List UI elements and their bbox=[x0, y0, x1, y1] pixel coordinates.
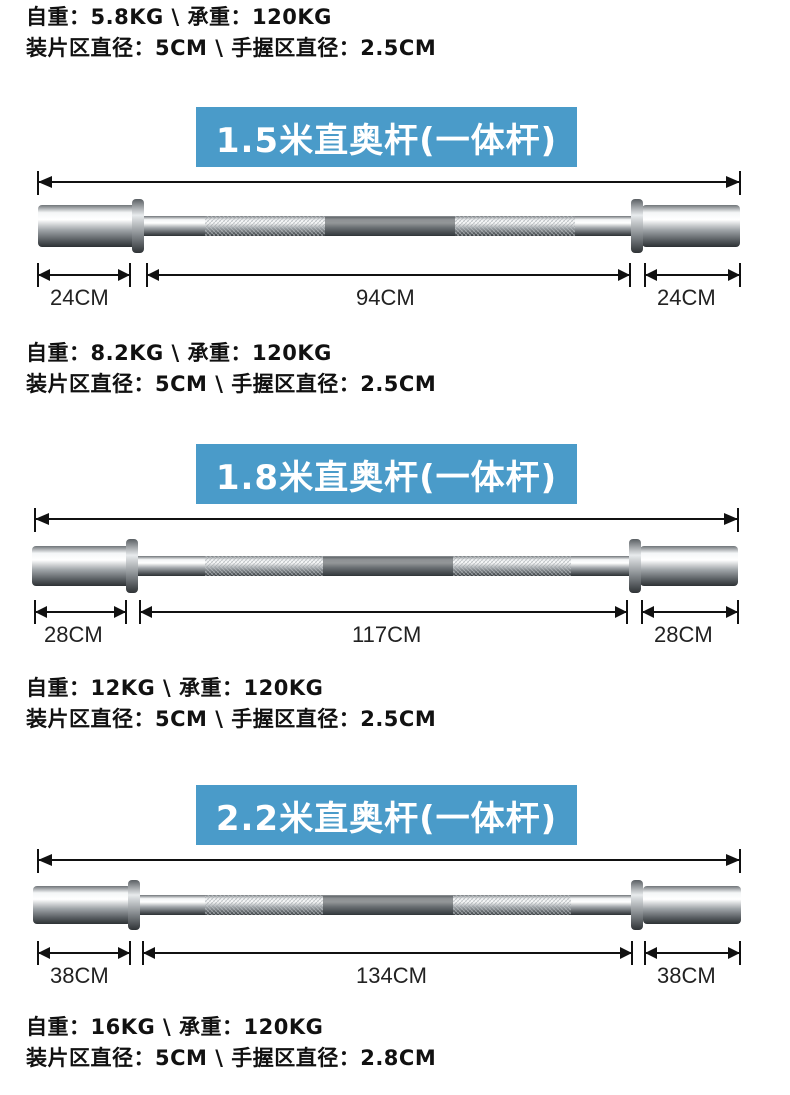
dim-shaft: 134CM bbox=[356, 963, 427, 988]
dim-right-sleeve: 38CM bbox=[657, 963, 716, 988]
barbell-diagram-3: 38CM 134CM 38CM bbox=[0, 843, 790, 1003]
spec-diameter-line: 装片区直径：5CM \ 手握区直径：2.5CM bbox=[26, 372, 437, 396]
dim-right-sleeve: 24CM bbox=[657, 285, 716, 310]
spec-weight-line: 自重：8.2KG \ 承重：120KG bbox=[26, 341, 332, 365]
spec-weight-line: 自重：12KG \ 承重：120KG bbox=[26, 676, 324, 700]
dim-left-sleeve: 24CM bbox=[50, 285, 109, 310]
spec-weight-line: 自重：5.8KG \ 承重：120KG bbox=[26, 5, 332, 29]
barbell-svg-3 bbox=[33, 849, 741, 965]
dim-shaft: 117CM bbox=[352, 622, 422, 647]
spec-block-3: 自重：12KG \ 承重：120KG 装片区直径：5CM \ 手握区直径：2.5… bbox=[26, 673, 436, 735]
spec-block-4: 自重：16KG \ 承重：120KG 装片区直径：5CM \ 手握区直径：2.8… bbox=[26, 1012, 436, 1074]
barbell-svg-1 bbox=[37, 171, 741, 287]
bar-title-3: 2.2米直奥杆(一体杆) bbox=[196, 785, 577, 845]
dim-left-sleeve: 28CM bbox=[44, 622, 103, 647]
barbell-diagram-2: 28CM 117CM 28CM bbox=[0, 502, 790, 662]
spec-diameter-line: 装片区直径：5CM \ 手握区直径：2.5CM bbox=[26, 36, 437, 60]
bar-title-2: 1.8米直奥杆(一体杆) bbox=[196, 444, 577, 504]
spec-diameter-line: 装片区直径：5CM \ 手握区直径：2.8CM bbox=[26, 1046, 437, 1070]
spec-block-2: 自重：8.2KG \ 承重：120KG 装片区直径：5CM \ 手握区直径：2.… bbox=[26, 338, 436, 400]
spec-weight-line: 自重：16KG \ 承重：120KG bbox=[26, 1015, 324, 1039]
barbell-diagram-1: 24CM 94CM 24CM bbox=[0, 165, 790, 325]
spec-block-1: 自重：5.8KG \ 承重：120KG 装片区直径：5CM \ 手握区直径：2.… bbox=[26, 2, 436, 64]
barbell-svg-2 bbox=[32, 508, 739, 624]
dim-left-sleeve: 38CM bbox=[50, 963, 109, 988]
spec-diameter-line: 装片区直径：5CM \ 手握区直径：2.5CM bbox=[26, 707, 437, 731]
dim-shaft: 94CM bbox=[356, 285, 415, 310]
dim-right-sleeve: 28CM bbox=[654, 622, 713, 647]
bar-title-1: 1.5米直奥杆(一体杆) bbox=[196, 107, 577, 167]
